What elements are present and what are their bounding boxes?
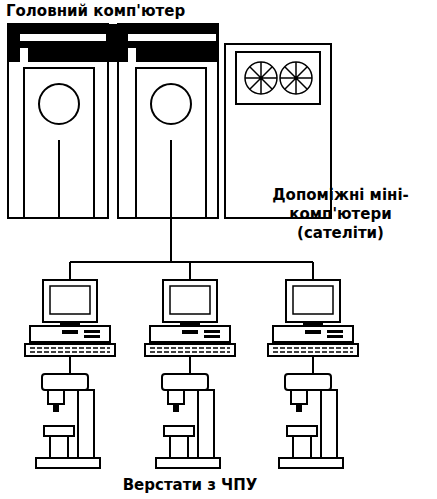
group-label: Верстати з ЧПУ [90, 476, 290, 495]
node-heading: Головний комп'ютер [6, 2, 185, 21]
group-label: Допоміжні міні-комп'ютери (сателіти) [248, 186, 433, 243]
